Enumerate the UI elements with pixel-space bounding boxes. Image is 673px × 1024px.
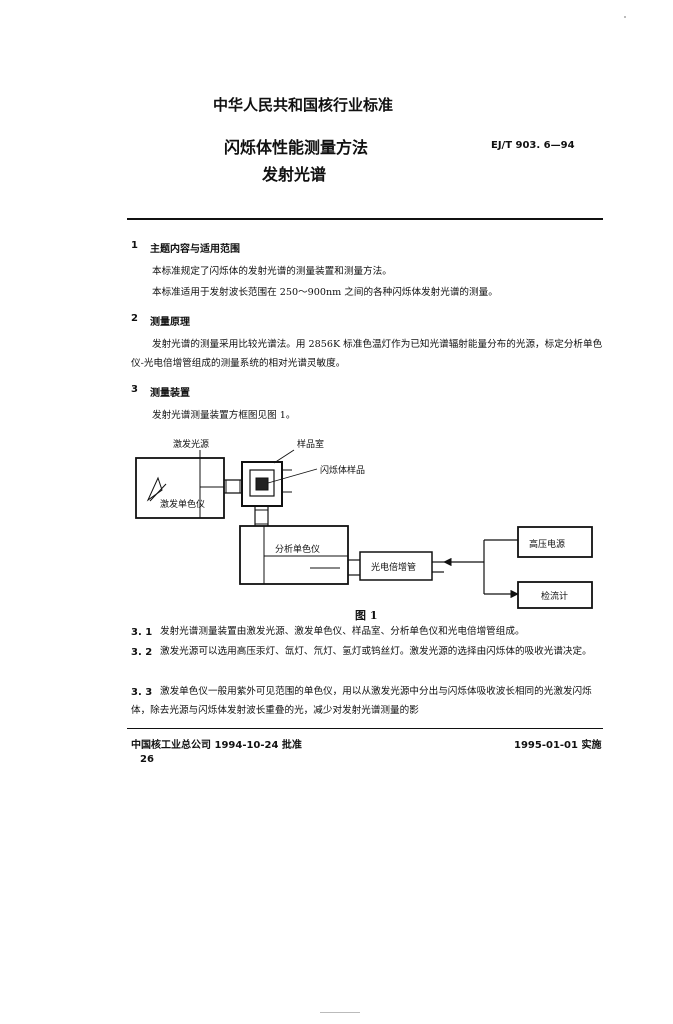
section-1-paragraph-2: 本标准适用于发射波长范围在 250～900nm 之间的各种闪烁体发射光谱的测量。	[152, 287, 498, 298]
section-number-1: 1	[131, 240, 138, 251]
label-analysis-monochromator: 分析单色仪	[275, 543, 320, 555]
sample-chamber-box	[241, 461, 283, 507]
approval-line: 中国核工业总公司 1994-10-24 批准	[131, 740, 302, 751]
scan-speck	[624, 16, 626, 18]
subsection-3-2-text: 激发光源可以选用高压汞灯、氙灯、氘灯、氢灯或钨丝灯。激发光源的选择由闪烁体的吸收…	[160, 646, 592, 657]
section-3-paragraph-1: 发射光谱测量装置方框图见图 1。	[152, 410, 296, 421]
label-sample-chamber: 样品室	[297, 438, 324, 450]
section-heading-3: 测量装置	[150, 388, 190, 399]
subsection-3-3-text: 激发单色仪一般用紫外可见范围的单色仪，用以从激发光源中分出与闪烁体吸收波长相同的…	[131, 686, 592, 716]
excitation-monochromator-box	[135, 457, 225, 519]
scintillator-sample-icon	[255, 477, 269, 491]
label-current-meter: 检流计	[541, 590, 568, 602]
label-scintillator-sample: 闪烁体样品	[320, 464, 365, 476]
label-excitation-monochromator: 激发单色仪	[160, 498, 205, 510]
subsection-number-3-3: 3. 3	[131, 687, 153, 698]
section-1-paragraph-1: 本标准规定了闪烁体的发射光谱的测量装置和测量方法。	[152, 266, 392, 277]
page-number: 26	[140, 754, 154, 765]
footer-rule	[127, 728, 603, 729]
subsection-3-1-text: 发射光谱测量装置由激发光源、激发单色仪、样品室、分析单色仪和光电倍增管组成。	[160, 626, 525, 637]
label-hv-supply: 高压电源	[529, 538, 565, 550]
document-code: EJ/T 903. 6—94	[491, 140, 575, 151]
subsection-number-3-2: 3. 2	[131, 647, 153, 658]
label-pmt: 光电倍增管	[371, 561, 416, 573]
section-number-3: 3	[131, 384, 138, 395]
implementation-date: 1995-01-01 实施	[514, 740, 602, 751]
section-heading-1: 主题内容与适用范围	[150, 244, 240, 255]
current-meter-box	[517, 581, 593, 609]
hv-supply-box	[517, 526, 593, 558]
scan-speck	[320, 1012, 360, 1013]
analysis-monochromator-box	[239, 525, 349, 585]
header-rule	[127, 218, 603, 220]
pmt-box	[359, 551, 433, 581]
section-2-paragraph-1: 发射光谱的测量采用比较光谱法。用 2856K 标准色温灯作为已知光谱辐射能量分布…	[131, 339, 603, 369]
document-subtitle: 发射光谱	[262, 165, 327, 184]
document-title: 闪烁体性能测量方法	[224, 138, 369, 157]
section-heading-2: 测量原理	[150, 317, 190, 328]
grating-icon	[146, 476, 163, 502]
section-number-2: 2	[131, 313, 138, 324]
standard-title: 中华人民共和国核行业标准	[213, 96, 394, 114]
figure-caption: 图 1	[355, 609, 378, 622]
subsection-number-3-1: 3. 1	[131, 627, 153, 638]
label-excitation-source: 激发光源	[173, 438, 209, 450]
